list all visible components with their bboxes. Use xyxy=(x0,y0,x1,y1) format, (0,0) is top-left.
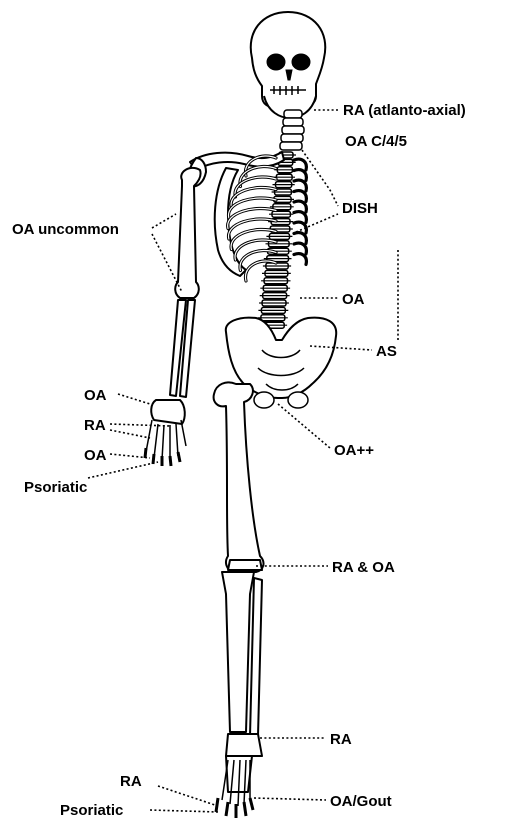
label-oa-hip: OA++ xyxy=(334,442,374,459)
rib-right xyxy=(294,254,306,265)
label-dish: DISH xyxy=(342,200,378,217)
label-ra-oa-knee: RA & OA xyxy=(332,559,395,576)
label-psoriatic-hand: Psoriatic xyxy=(24,479,87,496)
label-oa-spine: OA xyxy=(342,291,365,308)
label-oa-hand: OA xyxy=(84,387,107,404)
hand xyxy=(145,400,186,466)
rib-cage xyxy=(215,156,307,281)
label-oa-c45: OA C/4/5 xyxy=(345,133,407,150)
label-ra-ankle: RA xyxy=(330,731,352,748)
tibia-fibula xyxy=(222,572,262,736)
forearm xyxy=(170,300,195,397)
label-oa-fingers: OA xyxy=(84,447,107,464)
label-ra-foot: RA xyxy=(120,773,142,790)
label-ra-atlanto-axial: RA (atlanto-axial) xyxy=(343,102,466,119)
label-as: AS xyxy=(376,343,397,360)
foot xyxy=(216,756,253,818)
knee xyxy=(228,560,262,570)
label-ra-hand: RA xyxy=(84,417,106,434)
cervical-spine xyxy=(280,110,304,150)
skull xyxy=(251,12,326,118)
ankle xyxy=(226,734,262,756)
label-oa-gout: OA/Gout xyxy=(330,793,392,810)
label-oa-uncommon: OA uncommon xyxy=(12,221,119,238)
label-psoriatic-foot: Psoriatic xyxy=(60,802,123,819)
femur xyxy=(214,382,264,572)
upper-arm-humerus xyxy=(175,168,200,298)
